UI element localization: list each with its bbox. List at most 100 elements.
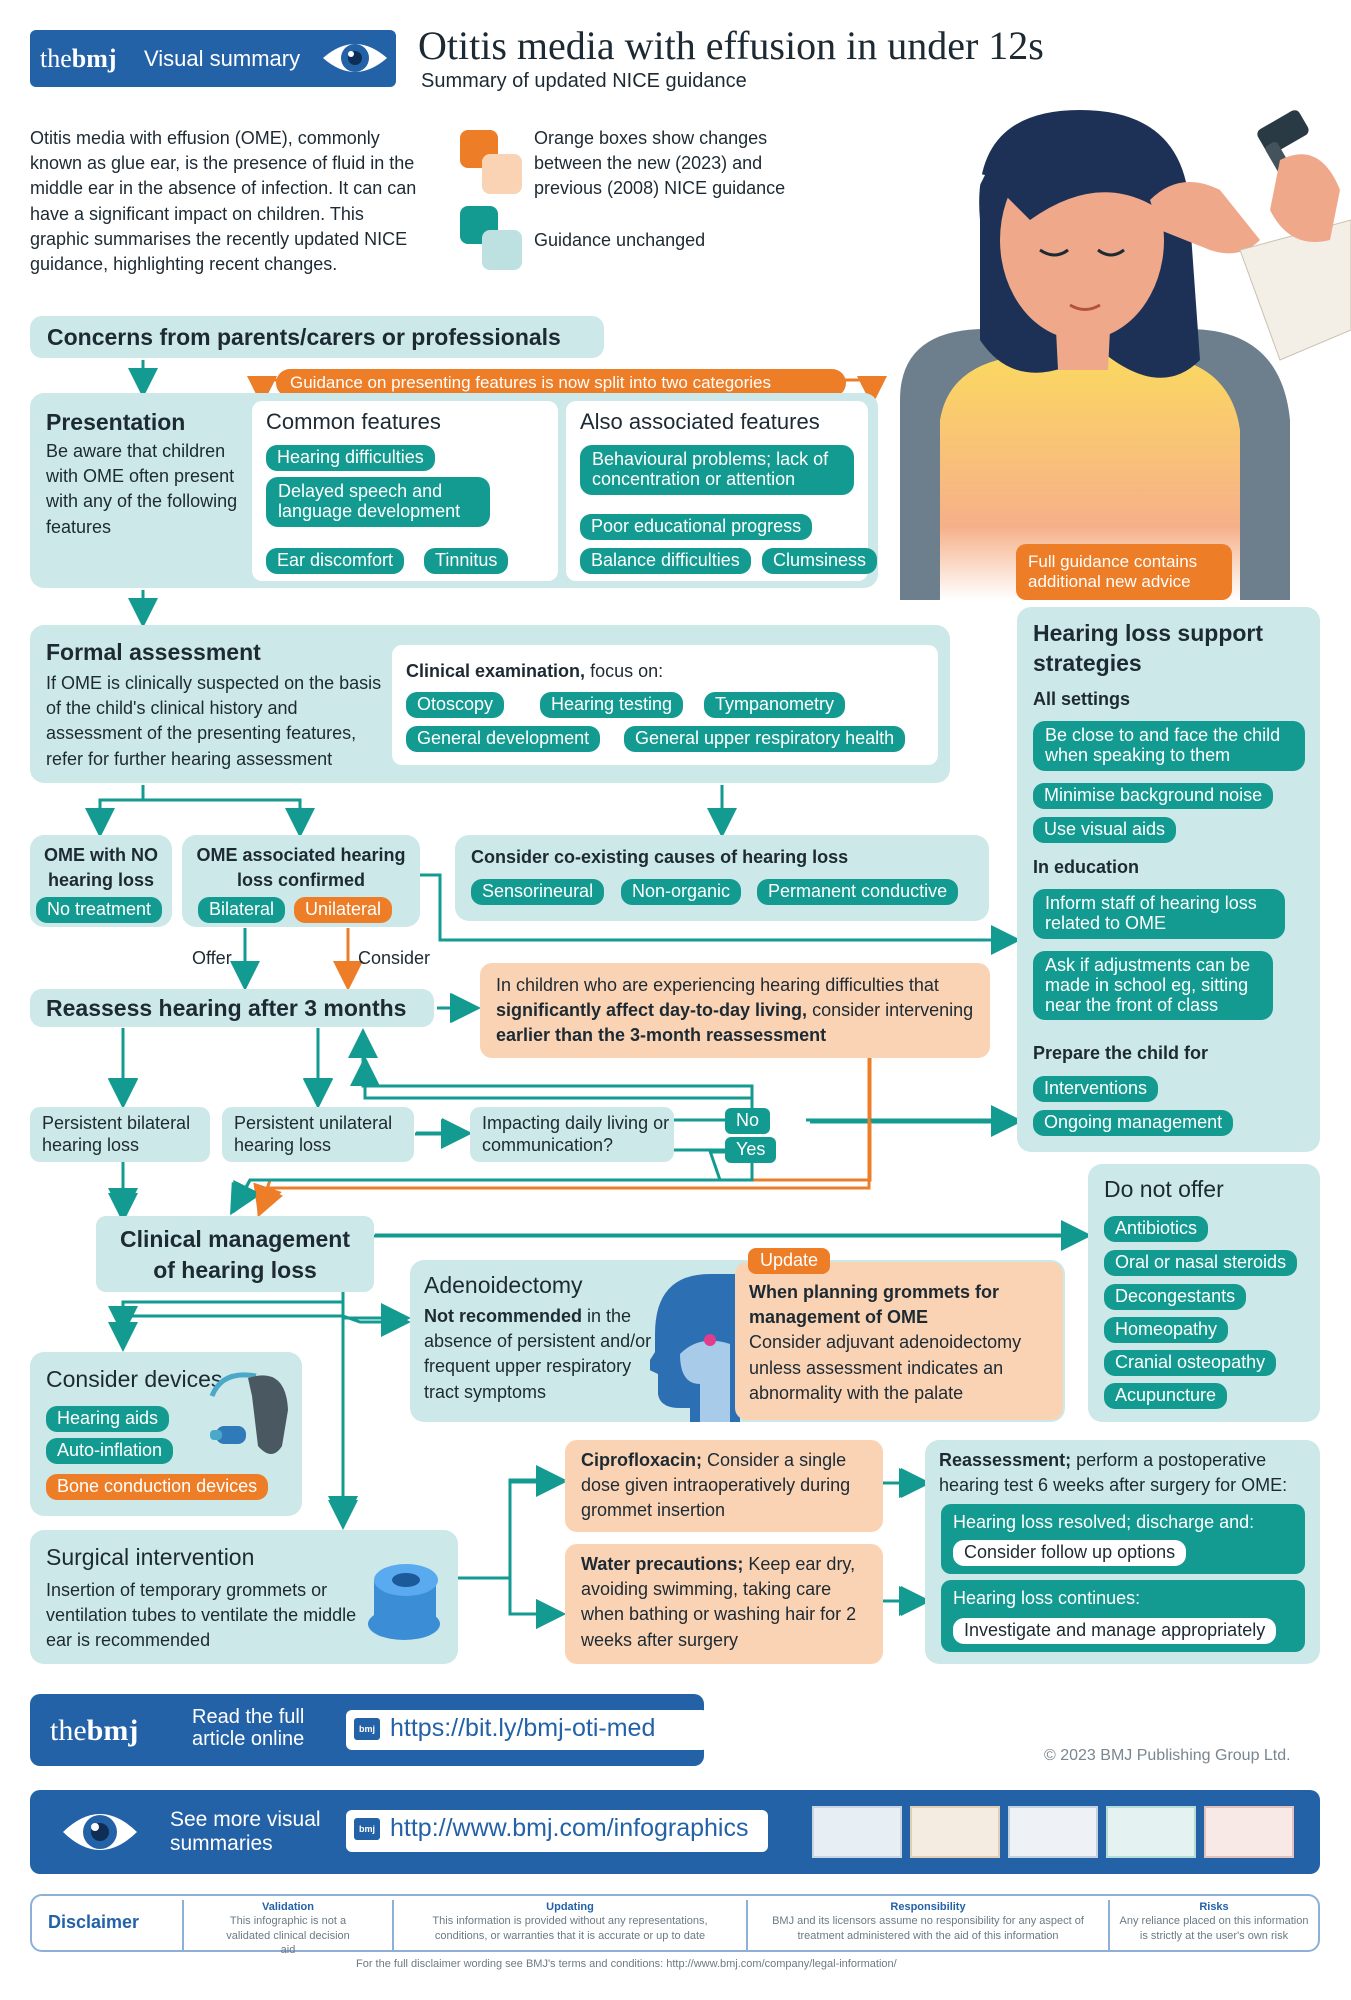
chip-upper-respiratory: General upper respiratory health xyxy=(624,726,906,752)
chip-hearing-aids: Hearing aids xyxy=(46,1406,170,1432)
chip-tinnitus: Tinnitus xyxy=(424,548,509,574)
copyright: © 2023 BMJ Publishing Group Ltd. xyxy=(1044,1747,1291,1764)
chip-visual-aids: Use visual aids xyxy=(1033,817,1177,843)
thumbnail-4[interactable] xyxy=(1106,1806,1196,1858)
split-note: Guidance on presenting features is now s… xyxy=(276,369,846,397)
thumbnail-1[interactable] xyxy=(812,1806,902,1858)
update-text: When planning grommets for management of… xyxy=(749,1280,1055,1406)
clinical-management-box: Clinical management of hearing loss xyxy=(96,1216,374,1292)
resolved-text: Hearing loss resolved; discharge and: xyxy=(953,1512,1255,1532)
persistent-bilateral-box: Persistent bilateral hearing loss xyxy=(30,1107,210,1162)
water-precautions-text: Water precautions; Keep ear dry, avoidin… xyxy=(581,1552,875,1653)
postop-text: Reassessment; perform a postoperative he… xyxy=(939,1448,1311,1498)
do-not-offer-title: Do not offer xyxy=(1104,1176,1224,1202)
chip-general-development: General development xyxy=(406,726,601,752)
grommet-icon xyxy=(368,1564,440,1640)
chip-cranial-osteopathy: Cranial osteopathy xyxy=(1104,1350,1277,1376)
common-features-box: Common features Hearing difficulties Del… xyxy=(252,401,558,581)
thumbnail-5[interactable] xyxy=(1204,1806,1294,1858)
disclaimer-head-updating: Updating xyxy=(546,1901,594,1913)
adenoidectomy-text: Not recommended in the absence of persis… xyxy=(424,1304,664,1405)
chip-follow-up: Consider follow up options xyxy=(953,1540,1187,1566)
chip-adjustments: Ask if adjustments can be made in school… xyxy=(1033,951,1273,1021)
prepare-heading: Prepare the child for xyxy=(1033,1043,1209,1063)
concerns-title: Concerns from parents/carers or professi… xyxy=(47,324,561,350)
update-box: When planning grommets for management of… xyxy=(735,1262,1063,1420)
water-rest: Keep ear dry, avoiding swimming, taking … xyxy=(581,1554,857,1650)
clinical-exam-heading: Clinical examination, focus on: xyxy=(406,659,663,683)
chip-no-treatment: No treatment xyxy=(36,897,163,923)
continues-text: Hearing loss continues: xyxy=(953,1588,1141,1608)
note-bold2: earlier than the 3-month reassessment xyxy=(496,1025,827,1046)
chip-acupuncture: Acupuncture xyxy=(1104,1383,1228,1409)
do-not-offer-box: Do not offer Antibiotics Oral or nasal s… xyxy=(1088,1164,1320,1422)
thumbnail-3[interactable] xyxy=(1008,1806,1098,1858)
chip-homeopathy: Homeopathy xyxy=(1104,1317,1229,1343)
chip-yes: Yes xyxy=(725,1137,777,1163)
legend-unchanged-swatch xyxy=(460,206,522,272)
clinical-management-title: Clinical management of hearing loss xyxy=(119,1226,351,1284)
common-features-title: Common features xyxy=(266,409,441,434)
chip-ongoing-management: Ongoing management xyxy=(1033,1110,1234,1136)
associated-features-box: Also associated features Behavioural pro… xyxy=(566,401,878,581)
chip-investigate: Investigate and manage appropriately xyxy=(953,1618,1277,1644)
read-article-bar: thebmj Read the full article online bmj … xyxy=(30,1694,708,1766)
footer-bmj-logo: thebmj xyxy=(50,1714,138,1748)
article-link[interactable]: bmj https://bit.ly/bmj-oti-med xyxy=(346,1710,708,1750)
chip-permanent-conductive: Permanent conductive xyxy=(757,879,959,905)
resolved-box: Hearing loss resolved; discharge and: Co… xyxy=(941,1504,1305,1574)
page-subtitle: Summary of updated NICE guidance xyxy=(421,70,747,92)
thumbnail-2[interactable] xyxy=(910,1806,1000,1858)
page-title: Otitis media with effusion in under 12s xyxy=(418,23,1044,68)
chip-auto-inflation: Auto-inflation xyxy=(46,1438,174,1464)
chip-face-child: Be close to and face the child when spea… xyxy=(1033,721,1305,771)
ciprofloxacin-text: Ciprofloxacin; Consider a single dose gi… xyxy=(581,1448,875,1524)
disclaimer-title: Disclaimer xyxy=(48,1912,140,1932)
clinical-exam-bold: Clinical examination, xyxy=(406,661,586,681)
chip-poor-educational-progress: Poor educational progress xyxy=(580,514,813,540)
adenoid-rest: in the absence of persistent and/or freq… xyxy=(424,1306,652,1402)
update-bold: When planning grommets for management of… xyxy=(749,1282,999,1328)
chip-bone-conduction: Bone conduction devices xyxy=(46,1474,269,1500)
clinical-exam-rest: focus on: xyxy=(585,661,664,681)
surgical-title: Surgical intervention xyxy=(46,1544,255,1570)
chip-hearing-testing: Hearing testing xyxy=(540,692,684,718)
impacting-box: Impacting daily living or communication? xyxy=(470,1107,674,1162)
consider-label: Consider xyxy=(358,948,431,968)
formal-assessment-text: If OME is clinically suspected on the ba… xyxy=(46,673,382,769)
ome-yes-title: OME associated hearing loss confirmed xyxy=(196,845,406,891)
disclaimer-text-risks: Any reliance placed on this information … xyxy=(1119,1915,1309,1942)
infographics-url: http://www.bmj.com/infographics xyxy=(390,1814,749,1842)
surgical-box: Surgical intervention Insertion of tempo… xyxy=(30,1530,458,1664)
logo-bold: bmj xyxy=(71,44,117,73)
disclaimer-head-risks: Risks xyxy=(1199,1901,1229,1913)
disclaimer-head-responsibility: Responsibility xyxy=(890,1901,966,1913)
formal-assessment-box: Formal assessment If OME is clinically s… xyxy=(30,625,950,783)
presentation-title: Presentation xyxy=(46,409,186,435)
header-badge: thebmj Visual summary xyxy=(30,30,396,87)
chip-inform-staff: Inform staff of hearing loss related to … xyxy=(1033,889,1285,939)
logo-pre: the xyxy=(40,44,72,73)
presentation-box: Presentation Be aware that children with… xyxy=(30,393,878,588)
read-article-label: Read the full article online xyxy=(192,1706,305,1750)
chip-update: Update xyxy=(748,1248,831,1274)
reassess-box: Reassess hearing after 3 months xyxy=(30,989,434,1027)
legend-changed-text: Orange boxes show changes between the ne… xyxy=(534,128,786,199)
article-url: https://bit.ly/bmj-oti-med xyxy=(390,1714,656,1742)
presentation-text: Be aware that children with OME often pr… xyxy=(46,441,238,537)
adenoid-bold: Not recommended xyxy=(424,1306,583,1326)
ciprofloxacin-box: Ciprofloxacin; Consider a single dose gi… xyxy=(565,1440,883,1532)
clinical-exam-box: Clinical examination, focus on: Otoscopy… xyxy=(392,645,938,765)
education-heading: In education xyxy=(1033,857,1140,877)
infographics-link[interactable]: bmj http://www.bmj.com/infographics xyxy=(346,1810,768,1852)
note-pre: In children who are experiencing hearing… xyxy=(496,975,939,995)
visual-summary-label: Visual summary xyxy=(144,46,301,71)
chip-behavioural-problems: Behavioural problems; lack of concentrat… xyxy=(580,445,854,495)
chip-background-noise: Minimise background noise xyxy=(1033,783,1274,809)
offer-label: Offer xyxy=(192,948,232,968)
disclaimer-text-responsibility: BMJ and its licensors assume no responsi… xyxy=(772,1915,1084,1942)
concerns-box: Concerns from parents/carers or professi… xyxy=(30,316,604,358)
update-rest: Consider adjuvant adenoidectomy unless a… xyxy=(749,1332,1022,1403)
chip-interventions: Interventions xyxy=(1033,1076,1159,1102)
chip-non-organic: Non-organic xyxy=(621,879,742,905)
